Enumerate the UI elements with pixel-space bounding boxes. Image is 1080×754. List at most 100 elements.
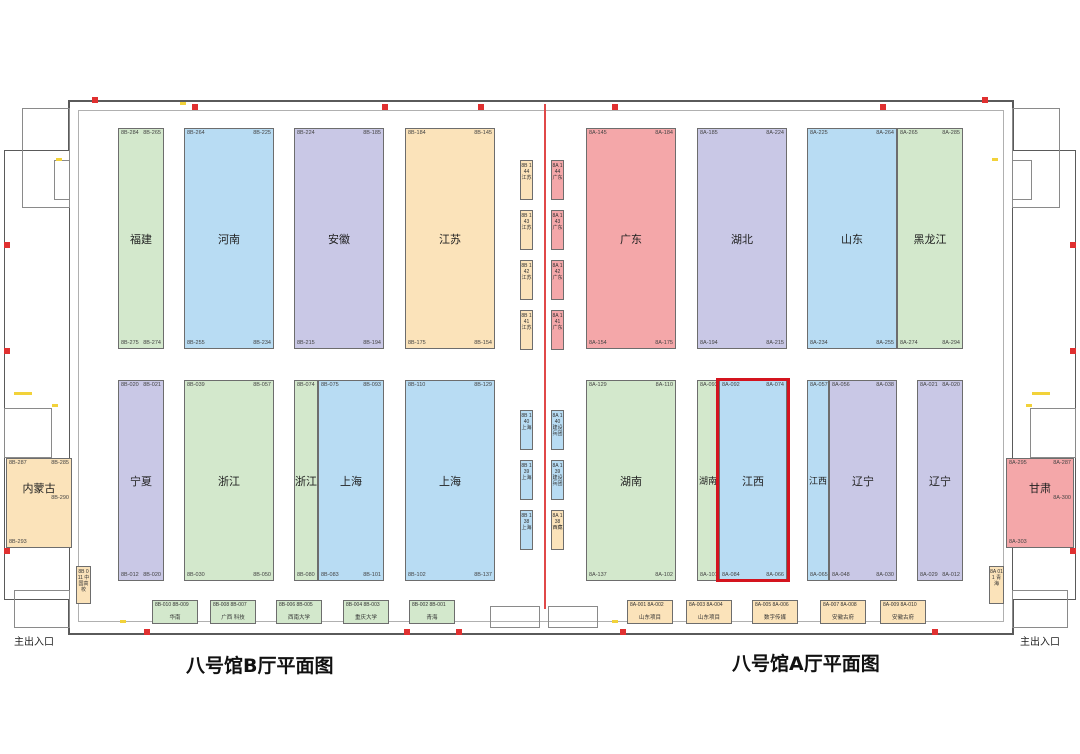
right-corner-room [1012, 590, 1068, 628]
booth-name: 数字传媒 [763, 615, 786, 621]
booth-code: 8A-093 [700, 382, 718, 388]
booth-code: 8B-004 8B-003 [346, 602, 380, 608]
booth-code: 8B-290 [51, 494, 69, 501]
booth-code: 8B-110 [408, 382, 426, 388]
bottom-booth[interactable]: 8A-005 8A-006 数字传媒 [752, 600, 798, 624]
booth-code: 8A-225 [810, 130, 828, 136]
booth-code: 8B-255 [187, 339, 205, 346]
mini-booth[interactable]: 8A 143 广东 [551, 210, 564, 250]
booth-code: 8B-075 [321, 382, 339, 388]
booth-name: 山东 [841, 232, 863, 246]
booth-code: 8A-074 [766, 382, 784, 388]
booth-code: 8A-129 [589, 382, 607, 388]
inner-perimeter [78, 110, 1004, 622]
mini-booth[interactable]: 8B 143 江苏 [520, 210, 533, 250]
left-room-2 [4, 408, 52, 458]
marker [180, 102, 186, 105]
marker [92, 97, 98, 103]
marker [992, 158, 998, 161]
mini-booth[interactable]: 8B 011 中国高校 [76, 566, 91, 604]
mini-booth[interactable]: 8A 141 广东 [551, 310, 564, 350]
booth-name: 青海 [426, 615, 438, 621]
booth-code: 8B-074 [297, 382, 315, 388]
mini-booth[interactable]: 8A 011 青海 [989, 566, 1004, 604]
marker [192, 104, 198, 110]
booth-name: 辽宁 [929, 474, 951, 488]
booth-code: 8B-285 [51, 460, 69, 466]
mini-booth[interactable]: 8A 144 广东 [551, 160, 564, 200]
center-divider [544, 104, 546, 609]
booth-name: 湖南 [620, 474, 642, 488]
booth-code: 8A-294 [942, 339, 960, 346]
booth-code: 8B-145 [474, 130, 492, 136]
booth-code: 8B-265 [143, 130, 161, 136]
booth-code: 8A-005 8A-006 [755, 602, 789, 608]
mini-booth[interactable]: 8A 140 建设兵团 [551, 410, 564, 450]
mini-booth[interactable]: 8B 144 江苏 [520, 160, 533, 200]
booth-code: 8B-008 8B-007 [213, 602, 247, 608]
booth-code: 8A-007 8A-008 [823, 602, 857, 608]
booth-code: 8B-006 8B-005 [279, 602, 313, 608]
mini-booth[interactable]: 8A 142 广东 [551, 260, 564, 300]
mini-booth[interactable]: 8A 139 建设兵团 [551, 460, 564, 500]
mini-booth[interactable]: 8B 138 上海 [520, 510, 533, 550]
booth-code: 8A-021 [920, 382, 938, 388]
mini-booth[interactable]: 8B 142 江苏 [520, 260, 533, 300]
mini-booth[interactable]: 8B 140 上海 [520, 410, 533, 450]
booth-code: 8A-185 [700, 130, 718, 136]
booth-code: 8A-057 [810, 382, 828, 388]
booth-code: 8B-057 [253, 382, 271, 388]
entrance-label-left: 主出入口 [14, 637, 54, 648]
booth-code: 8A-145 [589, 130, 607, 136]
bottom-booth[interactable]: 8B-004 8B-003 重庆大学 [343, 600, 389, 624]
booth-jiangxi-2[interactable]: 8A-057 江西 8A-065 [807, 380, 829, 581]
booth-code: 8A-234 [810, 339, 828, 346]
marker [4, 548, 10, 554]
marker [456, 629, 462, 635]
booth-name: 湖南 [698, 477, 717, 487]
booth-code: 8A-215 [766, 339, 784, 346]
booth-code: 8A-137 [589, 571, 607, 578]
left-room [54, 160, 70, 200]
booth-name: 广东 [620, 232, 642, 246]
marker [1070, 348, 1076, 354]
right-room [1012, 160, 1032, 200]
mini-booth[interactable]: 8B 141 江苏 [520, 310, 533, 350]
booth-name: 重庆大学 [354, 615, 377, 621]
right-annex-room [1012, 108, 1060, 208]
left-corner-room [14, 590, 70, 628]
booth-code: 8A-048 [832, 571, 850, 578]
booth-code: 8A-154 [589, 339, 607, 346]
booth-zhejiang-2[interactable]: 8B-074 浙江 8B-080 [294, 380, 318, 581]
mini-booth[interactable]: 8B 139 上海 [520, 460, 533, 500]
mini-booth[interactable]: 8A 138 西藏 [551, 510, 564, 550]
booth-code: 8A-001 8A-002 [630, 602, 664, 608]
booth-code: 8B-083 [321, 571, 339, 578]
booth-code: 8A-020 [942, 382, 960, 388]
